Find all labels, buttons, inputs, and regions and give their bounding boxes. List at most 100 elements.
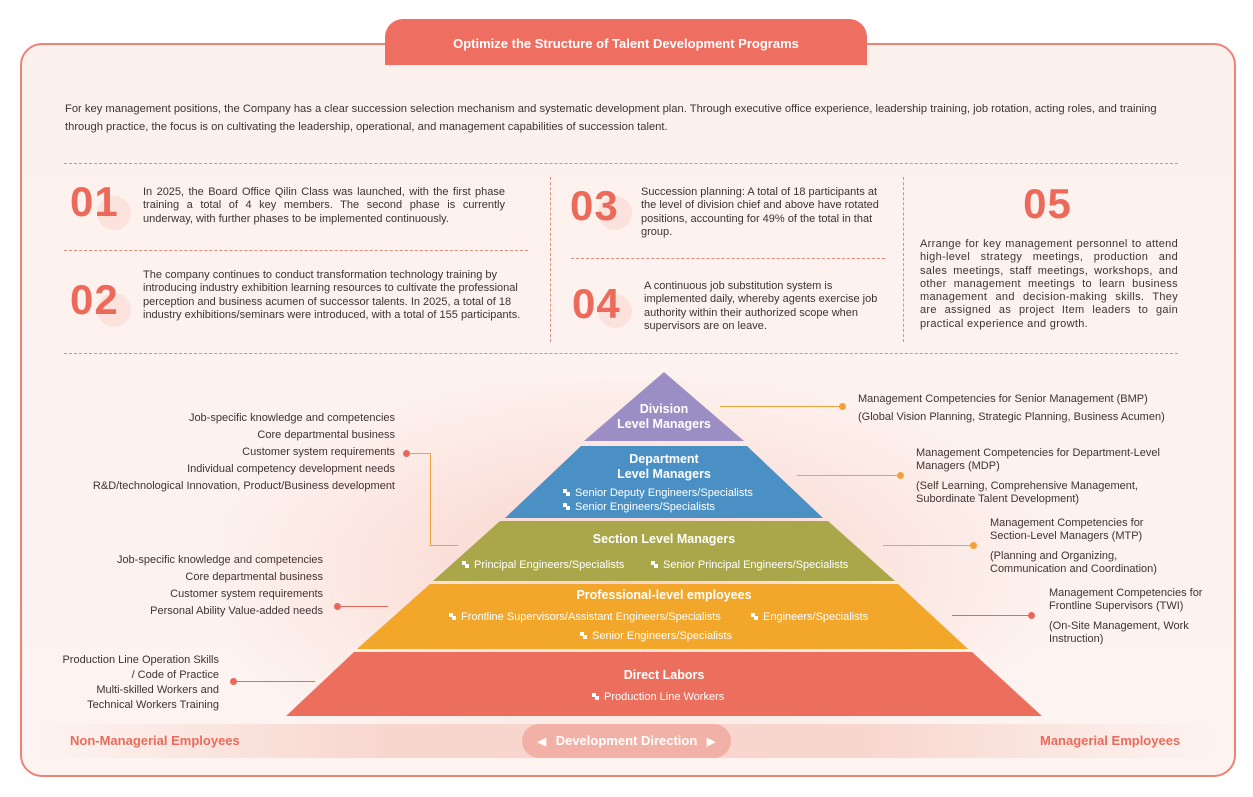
left-item: Customer system requirements — [242, 446, 395, 458]
pyramid-tier-professional — [357, 584, 968, 649]
intro-paragraph: For key management positions, the Compan… — [65, 103, 1157, 133]
point-text-03: Succession planning: A total of 18 parti… — [641, 186, 879, 238]
tier-label-line: Level Managers — [617, 417, 711, 431]
connector-line — [883, 545, 973, 546]
right-detail: Subordinate Talent Development) — [916, 492, 1080, 505]
connector-dot — [897, 472, 904, 479]
connector-dot — [334, 603, 341, 610]
number-badge-bg — [97, 293, 131, 327]
right-title: Management Competencies for Department-L… — [916, 447, 1160, 459]
connector-line — [797, 475, 900, 476]
left-item: Production Line Operation Skills — [62, 654, 219, 666]
tier-label-line: Level Managers — [617, 467, 711, 481]
tier-label-line: Department — [629, 452, 699, 466]
development-direction-pill: ◀ Development Direction ▶ — [522, 724, 731, 758]
point-number-03: 03 — [570, 182, 619, 229]
tier-sub-item: Principal Engineers/Specialists — [462, 559, 624, 572]
page-title: Optimize the Structure of Talent Develop… — [385, 19, 867, 65]
connector-line — [237, 681, 315, 682]
separator-col-2 — [903, 177, 904, 342]
connector-dot — [403, 450, 410, 457]
separator-top — [64, 163, 1178, 164]
right-title: Management Competencies for — [1049, 587, 1203, 599]
tier-sub-text: Production Line Workers — [604, 691, 725, 703]
connector-dot — [970, 542, 977, 549]
development-direction-label: Development Direction — [555, 733, 698, 748]
right-detail: Communication and Coordination) — [990, 562, 1157, 575]
bullet-icon — [651, 561, 658, 568]
connector-line — [430, 453, 431, 545]
point-text-01: In 2025, the Board Office Qilin Class wa… — [143, 186, 505, 225]
tier-sub-text: Senior Deputy Engineers/Specialists — [575, 487, 753, 499]
point-number-05: 05 — [1023, 180, 1072, 227]
tier-sub-text: Principal Engineers/Specialists — [474, 559, 625, 571]
bullet-icon — [580, 632, 587, 639]
right-detail: (Global Vision Planning, Strategic Plann… — [858, 411, 1165, 423]
connector-line — [952, 615, 1030, 616]
right-group-twi: Management Competencies for Frontline Su… — [1049, 587, 1229, 646]
tier-sub-text: Frontline Supervisors/Assistant Engineer… — [461, 611, 721, 623]
right-group-mdp: Management Competencies for Department-L… — [916, 447, 1216, 506]
bullet-icon — [449, 613, 456, 620]
tier-label-department: Department Level Managers — [594, 452, 734, 482]
left-item: / Code of Practice — [131, 669, 219, 681]
left-item: Multi-skilled Workers and — [96, 684, 219, 696]
right-title: Frontline Supervisors (TWI) — [1049, 600, 1184, 613]
tier-sub-text: Senior Engineers/Specialists — [592, 630, 733, 642]
left-item: R&D/technological Innovation, Product/Bu… — [92, 480, 395, 492]
separator-03-04 — [571, 258, 885, 259]
right-title: Managers (MDP) — [916, 460, 1000, 473]
point-text-05: Arrange for key management personnel to … — [920, 238, 1178, 330]
tier-sub-item: Senior Engineers/Specialists — [580, 630, 732, 643]
bullet-icon — [751, 613, 758, 620]
left-group-1: Job-specific knowledge and competencies … — [40, 410, 395, 495]
tier-sub-item: Senior Engineers/Specialists — [563, 501, 715, 514]
tier-label-line: Division — [639, 402, 689, 416]
connector-line — [410, 453, 430, 454]
left-item: Job-specific knowledge and competencies — [188, 412, 395, 424]
tier-sub-item: Engineers/Specialists — [751, 611, 868, 624]
connector-dot — [1028, 612, 1035, 619]
number-badge-bg — [598, 196, 632, 230]
left-item: Individual competency development needs — [187, 463, 395, 475]
left-group-2: Job-specific knowledge and competencies … — [40, 552, 323, 620]
point-number-01: 01 — [70, 178, 119, 225]
right-group-mtp: Management Competencies for Section-Leve… — [990, 517, 1220, 576]
tier-sub-text: Engineers/Specialists — [763, 611, 869, 623]
tier-label-professional: Professional-level employees — [576, 588, 752, 602]
tier-sub-item: Senior Deputy Engineers/Specialists — [563, 487, 753, 500]
number-badge-bg — [97, 196, 131, 230]
tier-sub-text: Senior Principal Engineers/Specialists — [663, 559, 849, 571]
left-item: Technical Workers Training — [87, 699, 219, 711]
separator-bottom — [64, 353, 1178, 354]
tier-sub-item: Frontline Supervisors/Assistant Engineer… — [449, 611, 721, 624]
left-item: Core departmental business — [257, 429, 395, 441]
connector-dot — [839, 403, 846, 410]
left-item: Core departmental business — [185, 571, 323, 583]
separator-col-1 — [550, 177, 551, 342]
tier-label-section: Section Level Managers — [592, 532, 736, 546]
bullet-icon — [563, 489, 570, 496]
right-detail: Instruction) — [1049, 632, 1104, 645]
right-title: Management Competencies for Senior Manag… — [858, 393, 1148, 405]
point-number-04: 04 — [572, 280, 621, 327]
left-group-3: Production Line Operation Skills / Code … — [30, 653, 219, 713]
point-text-02: The company continues to conduct transfo… — [143, 269, 521, 321]
point-number-02: 02 — [70, 276, 119, 323]
tier-label-division: Division Level Managers — [614, 402, 714, 432]
bullet-icon — [462, 561, 469, 568]
arrow-right-icon: ▶ — [706, 736, 716, 748]
pyramid-tier-section — [433, 521, 895, 581]
tier-sub-text: Senior Engineers/Specialists — [575, 501, 716, 513]
connector-line — [720, 406, 842, 407]
left-item: Personal Ability Value-added needs — [150, 605, 323, 617]
arrow-left-icon: ◀ — [537, 736, 547, 748]
managerial-label: Managerial Employees — [1040, 733, 1181, 748]
right-title: Management Competencies for — [990, 517, 1144, 529]
number-badge-bg — [598, 294, 632, 328]
non-managerial-label: Non-Managerial Employees — [70, 733, 240, 748]
separator-01-02 — [64, 250, 528, 251]
left-item: Job-specific knowledge and competencies — [116, 554, 323, 566]
pyramid-tier-department — [505, 446, 823, 518]
